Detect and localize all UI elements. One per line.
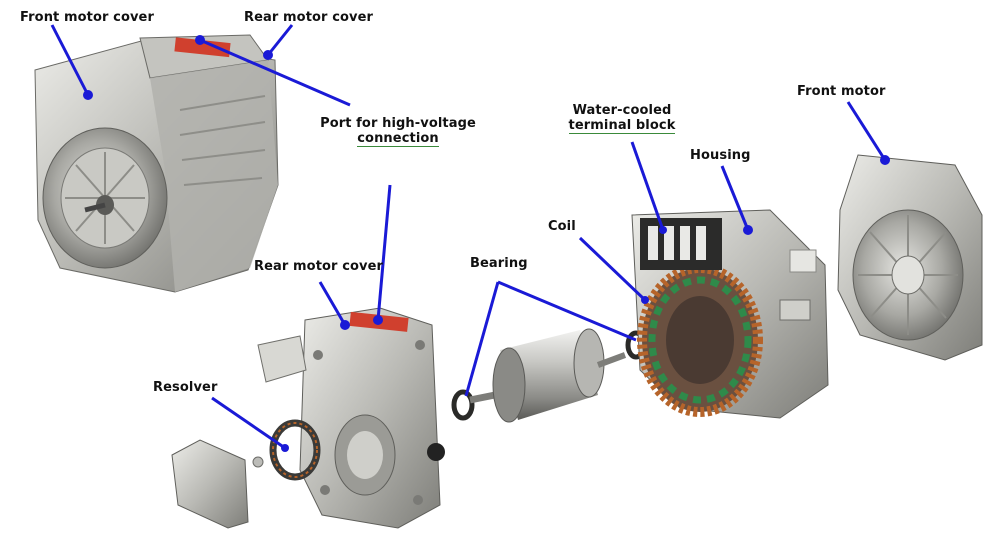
label-resolver: Resolver: [153, 380, 218, 395]
leader-dots: [83, 35, 890, 452]
label-port-line2: connection: [357, 131, 439, 147]
label-water-cooled-terminal-block: Water-cooled terminal block: [560, 103, 684, 134]
label-rear-motor-cover-mid: Rear motor cover: [254, 259, 384, 274]
label-housing: Housing: [690, 148, 751, 163]
leader-front-motor-cover: [50, 24, 90, 96]
label-water-line2: terminal block: [568, 118, 676, 134]
stator-housing-part: [631, 209, 829, 419]
label-port-line1: Port for high-voltage: [320, 116, 476, 131]
resolver-cover-part: [171, 439, 249, 529]
leader-bearing-right: [497, 280, 637, 342]
label-front-motor-cover: Front motor cover: [20, 10, 154, 25]
terminal-block-part: [640, 218, 722, 270]
leader-resolver: [211, 396, 286, 450]
leader-rear-motor-cover-top: [266, 24, 294, 56]
leader-lines: [50, 24, 887, 450]
front-motor-part: [837, 154, 983, 361]
leader-port-assembled: [199, 38, 351, 107]
label-water-line1: Water-cooled: [572, 103, 672, 118]
label-bearing: Bearing: [470, 256, 528, 271]
leader-front-motor: [846, 101, 887, 161]
nut-part: [252, 456, 264, 468]
bearing-left-part: [451, 389, 475, 421]
leader-coil: [578, 236, 647, 302]
cover-plate-part: [257, 335, 307, 383]
label-coil: Coil: [548, 219, 576, 234]
assembled-motor: [34, 34, 279, 293]
resolver-part: [269, 419, 321, 481]
leader-bearing-left: [464, 281, 500, 397]
label-rear-motor-cover-top: Rear motor cover: [244, 10, 374, 25]
leader-terminal-block: [630, 141, 665, 231]
leader-rear-motor-cover-mid: [318, 281, 347, 326]
label-port-high-voltage: Port for high-voltage connection: [318, 116, 478, 147]
leader-port-cover: [376, 184, 392, 321]
rear-motor-cover-part: [299, 307, 445, 529]
leader-housing: [720, 165, 750, 231]
rotor-part: [469, 328, 627, 423]
label-front-motor: Front motor: [797, 84, 886, 99]
